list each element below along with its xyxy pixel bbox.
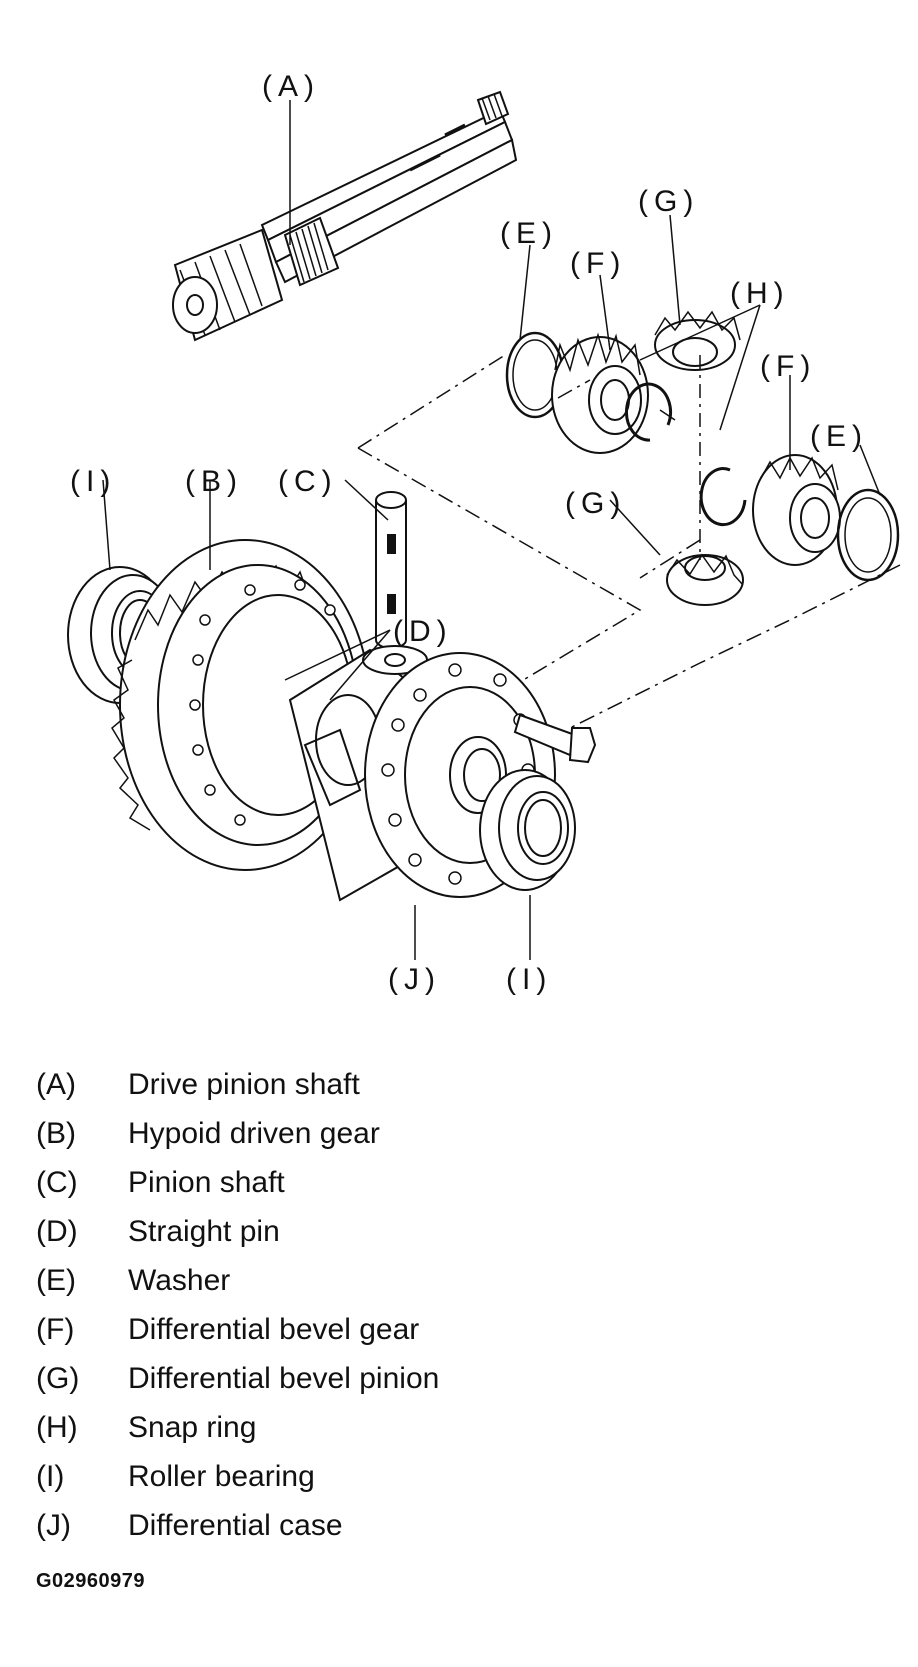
figure-id: G02960979 <box>36 1570 146 1592</box>
callout-a: (A) <box>262 70 320 103</box>
legend-key: (C) <box>36 1165 78 1199</box>
legend-item: (I) Roller bearing <box>36 1452 876 1501</box>
legend-item: (E) Washer <box>36 1256 876 1305</box>
legend-text: Pinion shaft <box>128 1165 285 1199</box>
callout-g-top: (G) <box>638 185 700 218</box>
snap-ring-1 <box>625 382 672 442</box>
legend-text: Differential case <box>128 1508 343 1542</box>
legend-key: (E) <box>36 1263 76 1297</box>
legend-text: Straight pin <box>128 1214 280 1248</box>
legend-key: (B) <box>36 1116 76 1150</box>
legend-key: (H) <box>36 1410 78 1444</box>
legend-text: Differential bevel gear <box>128 1312 420 1346</box>
legend-key: (D) <box>36 1214 78 1248</box>
legend-text: Hypoid driven gear <box>128 1116 380 1150</box>
callout-d: (D) <box>393 615 453 648</box>
bevel-pinion-top <box>654 310 741 371</box>
callout-g-lower: (G) <box>565 487 627 520</box>
callout-b: (B) <box>185 465 243 498</box>
drive-pinion-shaft <box>172 90 518 342</box>
callout-c: (C) <box>278 465 338 498</box>
callout-f-right: (F) <box>760 350 817 383</box>
legend-key: (F) <box>36 1312 75 1346</box>
exploded-differential-drawing <box>67 90 901 960</box>
legend-text: Drive pinion shaft <box>128 1067 360 1101</box>
callout-e-upper: (E) <box>500 217 558 250</box>
legend-key: (G) <box>36 1361 80 1395</box>
legend-text: Snap ring <box>128 1410 257 1444</box>
parts-legend: (A) Drive pinion shaft (B) Hypoid driven… <box>36 1060 876 1550</box>
legend-item: (H) Snap ring <box>36 1403 876 1452</box>
legend-item: (A) Drive pinion shaft <box>36 1060 876 1109</box>
legend-text: Washer <box>128 1263 231 1297</box>
callout-f-upper: (F) <box>570 247 627 280</box>
snap-ring-2 <box>699 467 747 527</box>
callout-j: (J) <box>388 963 441 996</box>
legend-item: (J) Differential case <box>36 1501 876 1550</box>
legend-item: (C) Pinion shaft <box>36 1158 876 1207</box>
legend-key: (I) <box>36 1459 65 1493</box>
pinion-shaft <box>375 491 407 730</box>
callout-h: (H) <box>730 277 790 310</box>
legend-item: (D) Straight pin <box>36 1207 876 1256</box>
legend-key: (J) <box>36 1508 71 1542</box>
callout-i-right: (I) <box>506 963 553 996</box>
callout-i-left: (I) <box>70 465 117 498</box>
bevel-gear-right <box>752 454 841 566</box>
bevel-pinion-lower <box>666 553 744 606</box>
legend-item: (F) Differential bevel gear <box>36 1305 876 1354</box>
legend-text: Differential bevel pinion <box>128 1361 440 1395</box>
legend-key: (A) <box>36 1067 76 1101</box>
callout-e-right: (E) <box>810 420 868 453</box>
legend-item: (G) Differential bevel pinion <box>36 1354 876 1403</box>
roller-bearing-right <box>479 769 576 891</box>
bolt <box>513 713 597 764</box>
legend-item: (B) Hypoid driven gear <box>36 1109 876 1158</box>
legend-text: Roller bearing <box>128 1459 315 1493</box>
washer-right <box>836 488 900 582</box>
